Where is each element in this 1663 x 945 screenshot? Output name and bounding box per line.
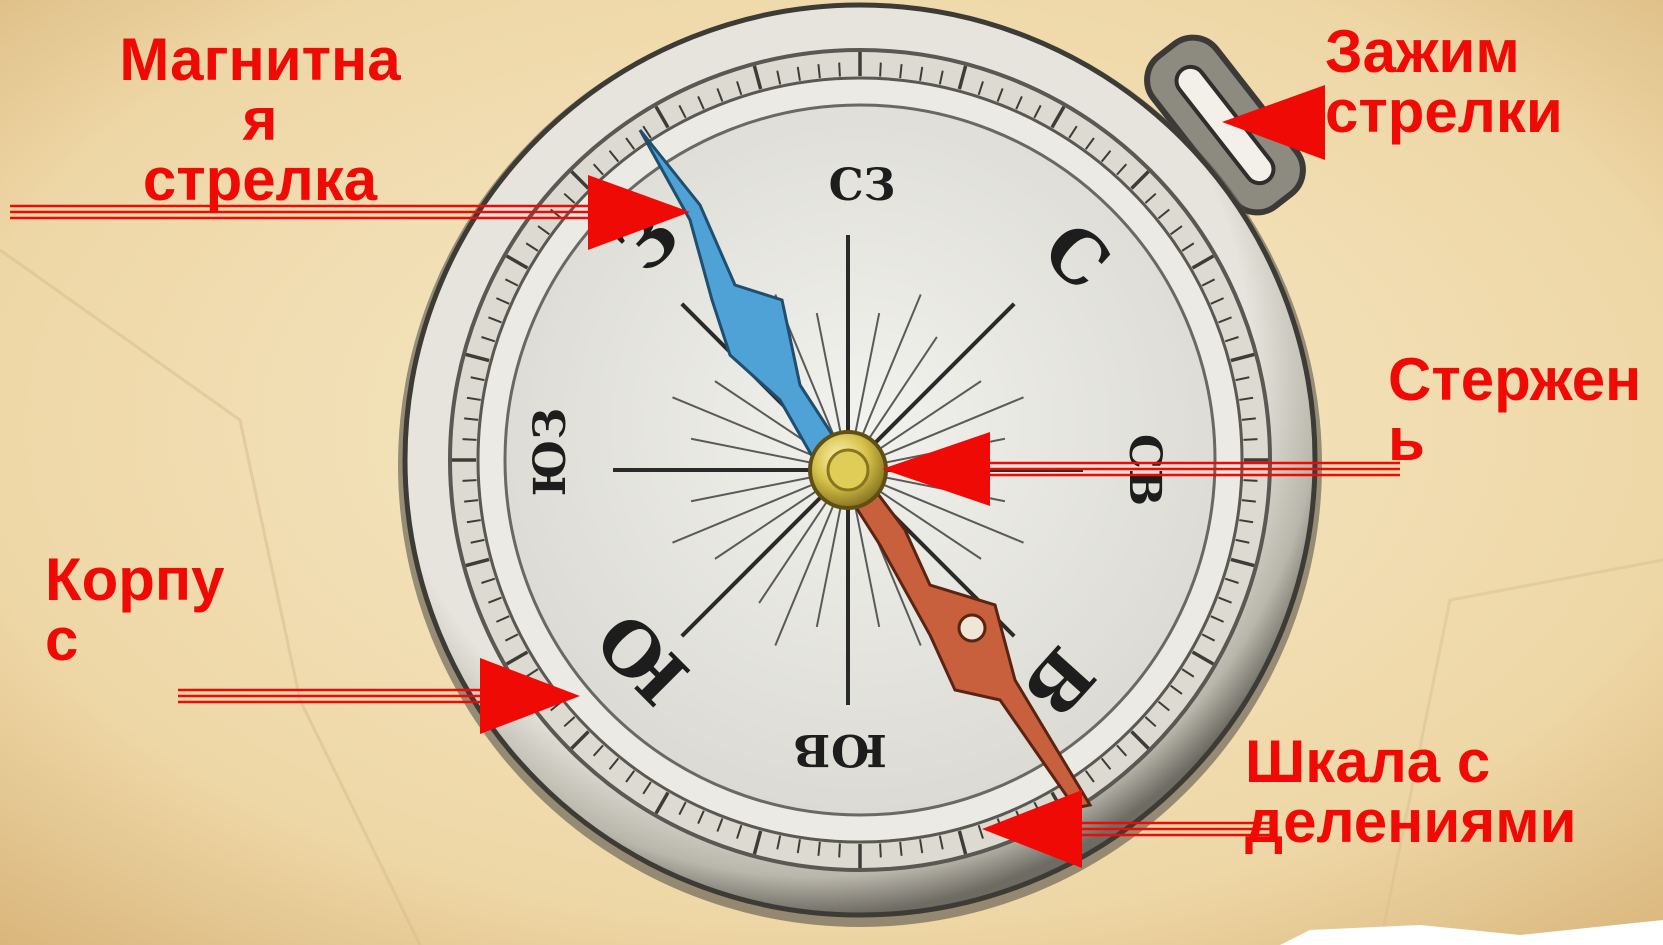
scale-tick <box>463 439 477 440</box>
label-magnetic-needle: Магнитна я стрелка <box>95 30 425 210</box>
scale-tick <box>880 843 881 857</box>
label-needle-clamp: Зажим стрелки <box>1325 22 1563 142</box>
scale-tick <box>839 843 840 857</box>
scale-tick <box>839 63 840 77</box>
dial-south-west: ЮЗ <box>525 408 576 496</box>
pivot-pin <box>810 432 886 508</box>
dial-north-west: СЗ <box>829 160 896 211</box>
scale-tick <box>880 63 881 77</box>
scale-tick <box>1243 439 1257 440</box>
scale-tick <box>463 480 477 481</box>
label-body: Корпу с <box>45 550 225 670</box>
dial-south-east: ЮВ <box>793 724 887 775</box>
label-scale: Шкала с делениями <box>1245 732 1577 852</box>
needle-hole <box>959 615 985 641</box>
scale-tick <box>1243 480 1257 481</box>
label-pivot: Стержен ь <box>1388 350 1641 470</box>
